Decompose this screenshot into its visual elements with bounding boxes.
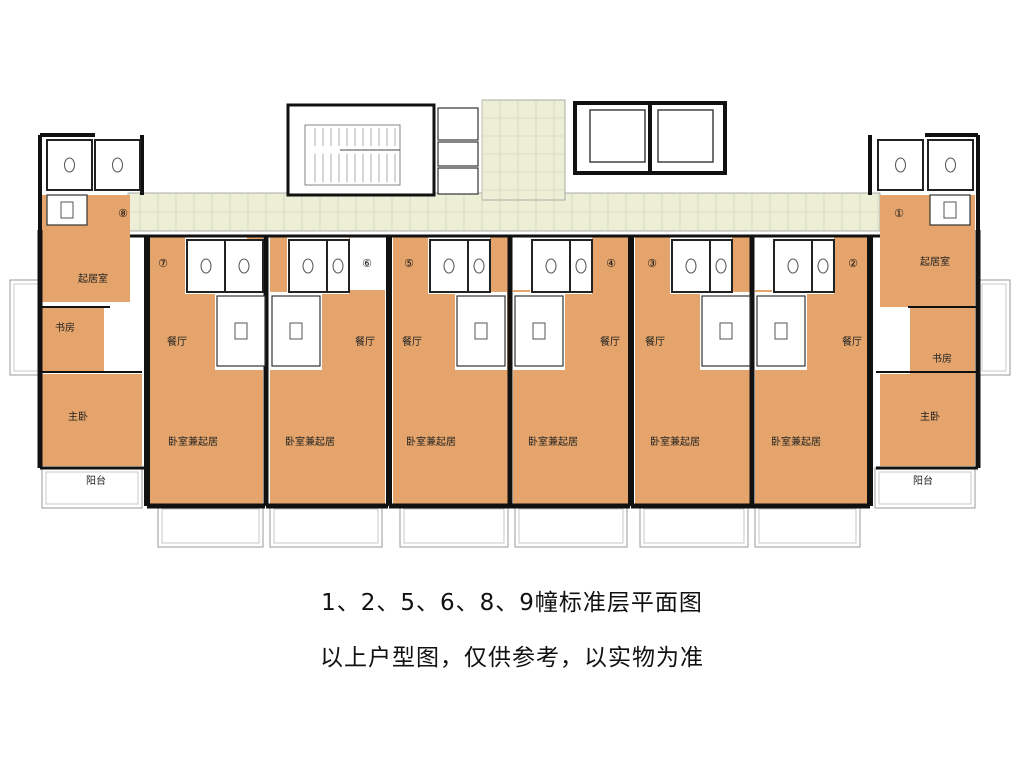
sink-icon [474, 322, 488, 340]
unit-number-4: ④ [606, 257, 616, 270]
unit6-dining-label: 餐厅 [355, 335, 375, 348]
bathroom-fixtures [46, 139, 974, 367]
kitchen-1 [216, 295, 266, 367]
unit8-master-bedroom [42, 374, 142, 466]
toilet-icon [575, 258, 587, 274]
toilet-icon [685, 258, 697, 274]
toilet-icon [112, 157, 123, 173]
unit1-balcony-label: 阳台 [913, 474, 933, 487]
unit-number-7: ⑦ [158, 257, 168, 270]
sink-icon [532, 322, 546, 340]
unit2-bedroom-living-label: 卧室兼起居 [771, 435, 821, 448]
floor-plan: 起居室 书房 主卧 阳台 起居室 书房 主卧 阳台 餐厅 卧室兼起居 餐厅 卧室… [9, 99, 1011, 548]
sink-icon [943, 201, 957, 219]
unit8-living-label: 起居室 [78, 272, 108, 285]
unit5-dining-label: 餐厅 [402, 335, 422, 348]
unit8-balcony-label: 阳台 [86, 474, 106, 487]
balcony-1 [41, 467, 143, 509]
unit1-study-label: 书房 [932, 352, 952, 365]
balcony-9 [9, 279, 43, 376]
elevators [573, 101, 727, 175]
unit-number-6: ⑥ [362, 257, 372, 270]
unit8-study [42, 308, 104, 372]
balconies [9, 279, 1011, 548]
plan-title: 1、2、5、6、8、9幢标准层平面图 [321, 590, 703, 616]
balcony-10 [977, 279, 1011, 376]
toilet-icon [787, 258, 799, 274]
unit8-study-label: 书房 [55, 321, 75, 334]
kitchen-6 [756, 295, 806, 367]
unit1-study [910, 308, 975, 374]
unit5-bedroom-living-label: 卧室兼起居 [406, 435, 456, 448]
toilet-icon [817, 258, 829, 274]
unit-number-8: ⑧ [118, 207, 128, 220]
kitchen-4 [514, 295, 564, 367]
unit4-dining-label: 餐厅 [600, 335, 620, 348]
corridor [127, 99, 881, 232]
unit4-bedroom-living-label: 卧室兼起居 [528, 435, 578, 448]
toilet-icon [895, 157, 906, 173]
toilet-icon [200, 258, 212, 274]
balcony-3 [157, 504, 264, 548]
disclaimer-note: 以上户型图，仅供参考，以实物为准 [320, 645, 704, 671]
balcony-8 [754, 504, 861, 548]
room-labels: 起居室 书房 主卧 阳台 起居室 书房 主卧 阳台 餐厅 卧室兼起居 餐厅 卧室… [55, 255, 952, 487]
unit-number-5: ⑤ [404, 257, 414, 270]
toilet-icon [332, 258, 344, 274]
balcony-4 [269, 504, 383, 548]
bathroom-1 [46, 139, 93, 191]
unit-numbers: ① ② ③ ④ ⑤ ⑥ ⑦ ⑧ [118, 207, 904, 270]
toilet-icon [473, 258, 485, 274]
stair-core [286, 103, 436, 197]
unit-number-2: ② [848, 257, 858, 270]
unit6-bedroom-living-label: 卧室兼起居 [285, 435, 335, 448]
sink-icon [60, 201, 74, 219]
unit-number-3: ③ [647, 257, 657, 270]
unit8-master-label: 主卧 [68, 410, 88, 423]
unit2-dining-label: 餐厅 [842, 335, 862, 348]
kitchen-5 [701, 295, 751, 367]
sink-icon [289, 322, 303, 340]
toilet-icon [64, 157, 75, 173]
unit7-bedroom-living-label: 卧室兼起居 [168, 435, 218, 448]
toilet-icon [443, 258, 455, 274]
unit-number-1: ① [894, 207, 904, 220]
bathroom-6 [224, 239, 264, 293]
toilet-icon [302, 258, 314, 274]
unit7-dining-label: 餐厅 [167, 335, 187, 348]
walls [37, 133, 981, 509]
balcony-7 [639, 504, 749, 548]
unit1-master-label: 主卧 [920, 410, 940, 423]
balcony-5 [399, 504, 509, 548]
toilet-icon [945, 157, 956, 173]
kitchen-7 [46, 194, 88, 226]
toilet-icon [545, 258, 557, 274]
kitchen-3 [456, 295, 506, 367]
kitchen-8 [929, 194, 971, 226]
unit1-master-bedroom [880, 374, 975, 466]
unit1-living-label: 起居室 [920, 255, 950, 268]
sink-icon [234, 322, 248, 340]
kitchen-2 [271, 295, 321, 367]
toilet-icon [238, 258, 250, 274]
unit3-bedroom-living-label: 卧室兼起居 [650, 435, 700, 448]
service-shafts [437, 107, 479, 195]
balcony-6 [514, 504, 628, 548]
toilet-icon [715, 258, 727, 274]
sink-icon [774, 322, 788, 340]
balcony-2 [874, 467, 976, 509]
unit3-dining-label: 餐厅 [645, 335, 665, 348]
sink-icon [719, 322, 733, 340]
